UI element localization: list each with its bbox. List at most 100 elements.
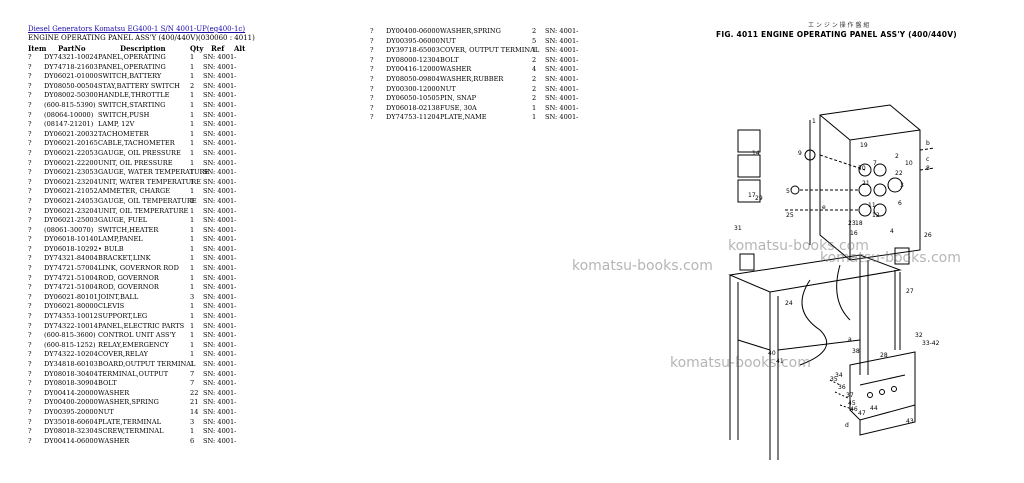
callout-label: 5 [786,188,790,195]
row-partno: DY00400-06000 [386,27,440,35]
row-item: ? [28,292,32,301]
callout-label: 9 [798,150,802,157]
header-alt: Alt [234,44,246,53]
row-qty: 1 [190,273,195,282]
row-partno: DY06021-23204 [44,206,98,215]
row-serial: SN: 4001- [203,321,237,330]
row-partno: DY00395-20000 [44,407,98,416]
row-serial: SN: 4001- [203,72,237,81]
row-item: ? [370,103,374,112]
row-qty: 1 [190,148,195,157]
row-item: ? [28,72,32,81]
row-partno: DY06018-10140 [44,235,98,244]
row-item: ? [28,206,32,215]
row-serial: SN: 4001- [203,254,237,263]
row-description: SCREW,TERMINAL [98,427,164,436]
row-serial: SN: 4001- [203,417,237,426]
row-item: ? [28,398,32,407]
row-serial: SN: 4001- [545,46,579,55]
callout-label: 11 [868,202,876,209]
row-description: COVER,RELAY [98,350,148,359]
row-description: JOINT,BALL [98,292,139,301]
row-partno: DY06021-23053 [44,168,98,177]
row-item: ? [28,110,32,119]
row-description: BOARD,OUTPUT TERMINAL [98,360,196,368]
row-qty: 1 [190,129,195,138]
header-partno: PartNo [58,44,86,53]
callout-label: 45 [848,400,856,407]
row-serial: SN: 4001- [203,81,237,90]
row-description: WASHER,SPRING [98,398,159,407]
row-description: SWITCH,STARTING [98,100,166,109]
callout-label: 40 [768,350,776,357]
row-description: ROD, GOVERNOR [98,273,159,282]
callout-label: 22 [895,170,903,177]
row-partno: DY06021-24053 [44,196,98,205]
row-serial: SN: 4001- [203,187,237,196]
row-serial: SN: 4001- [203,177,237,186]
row-description: PANEL,OPERATING [98,53,166,61]
callout-label: c [926,156,930,163]
callout-label: 33-42 [922,340,940,347]
row-item: ? [28,254,32,263]
watermark-4: komatsu-books.com [670,355,811,371]
row-serial: SN: 4001- [203,206,237,215]
header-qty: Qty [190,44,204,53]
row-description: NUT [98,407,114,416]
row-qty: 21 [190,398,199,407]
row-description: BRACKET,LINK [98,254,151,263]
row-serial: SN: 4001- [203,360,237,368]
row-description: SWITCH,PUSH [98,110,150,119]
row-description: NUT [440,84,456,93]
row-item: ? [370,55,374,64]
row-partno: DY34818-60103 [44,360,98,368]
row-item: ? [28,273,32,282]
row-partno: DY06021-21052 [44,187,98,196]
row-serial: SN: 4001- [203,235,237,244]
row-qty: 4 [532,65,537,74]
row-qty: 1 [190,110,195,119]
row-item: ? [28,379,32,388]
row-description: CONTROL UNIT ASS'Y [98,331,176,340]
row-serial: SN: 4001- [203,379,237,388]
row-description: LINK, GOVERNOR ROD [98,264,179,273]
callout-label: 1 [812,118,816,125]
callout-label: 31 [734,225,742,232]
row-item: ? [28,139,32,148]
row-item: ? [370,94,374,103]
row-partno: DY08050-09804 [386,74,440,83]
row-partno: DY74321-10024 [44,53,98,61]
row-serial: SN: 4001- [203,283,237,292]
row-description: FUSE, 30A [440,103,477,112]
breadcrumb-link[interactable]: Diesel Generators Komatsu EG400-1 S/N 40… [28,25,246,33]
row-description: LAMP, 12V [98,120,135,129]
row-serial: SN: 4001- [203,216,237,225]
row-partno: DY74718-21603 [44,62,98,71]
row-qty: 6 [190,436,195,445]
row-description: BOLT [440,55,459,64]
row-qty: 7 [190,369,195,378]
row-item: ? [28,225,32,234]
row-item: ? [28,427,32,436]
row-qty: 1 [190,312,195,321]
callout-label: 18 [855,220,863,227]
row-partno: DY00395-06000 [386,36,440,45]
row-qty: 1 [190,196,195,205]
row-qty: 1 [190,62,195,71]
callout-label: 16 [850,230,858,237]
row-partno: DY06018-02138 [386,103,440,112]
row-serial: SN: 4001- [203,168,237,177]
